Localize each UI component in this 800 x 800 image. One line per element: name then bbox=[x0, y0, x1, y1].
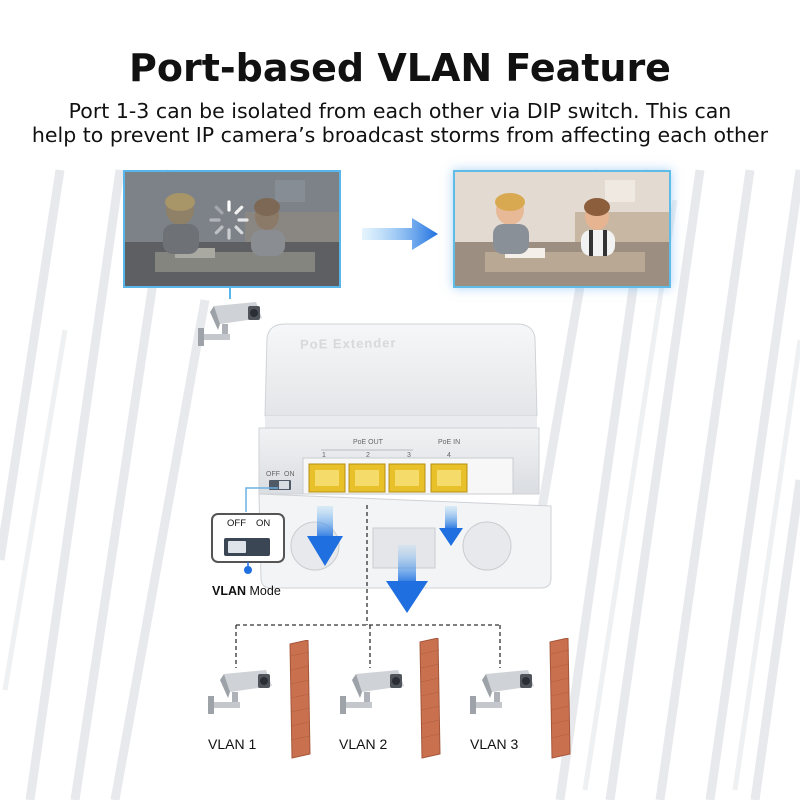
dip-switch-callout bbox=[211, 487, 285, 574]
brick-wall-2-icon bbox=[419, 638, 441, 759]
photo-after-clear bbox=[453, 170, 671, 288]
vlan-2-camera-icon bbox=[340, 670, 404, 714]
port-number-3: 3 bbox=[407, 452, 411, 459]
poe-in-label: PoE IN bbox=[438, 439, 461, 446]
vlan-3-label: VLAN 3 bbox=[470, 736, 519, 752]
port-number-4: 4 bbox=[447, 452, 451, 459]
dip-switch-on-label: ON bbox=[256, 518, 271, 529]
device-switch-off-label: OFF bbox=[266, 471, 280, 478]
brick-wall-1-icon bbox=[289, 640, 311, 759]
vlan-1-label: VLAN 1 bbox=[208, 736, 257, 752]
device-switch-on-label: ON bbox=[284, 471, 295, 478]
dip-switch-off-label: OFF bbox=[227, 518, 246, 529]
vlan-3-camera-icon bbox=[470, 670, 534, 714]
vlan-1-camera-icon bbox=[208, 670, 272, 714]
rj45-ports bbox=[308, 463, 468, 493]
ip-camera-icon bbox=[198, 302, 262, 346]
arrow-down-icon bbox=[386, 545, 428, 613]
port-number-1: 1 bbox=[322, 452, 326, 459]
page-title: Port-based VLAN Feature bbox=[129, 46, 671, 90]
subtitle-line-1: Port 1-3 can be isolated from each other… bbox=[68, 99, 732, 123]
photo-before-storm bbox=[123, 170, 341, 288]
poe-extender-device bbox=[258, 323, 552, 589]
brick-wall-3-icon bbox=[549, 638, 571, 759]
camera-top-connector bbox=[229, 287, 231, 299]
arrow-right-icon bbox=[362, 218, 438, 250]
subtitle-line-2: help to prevent IP camera’s broadcast st… bbox=[31, 123, 769, 147]
port-number-2: 2 bbox=[366, 452, 370, 459]
vlan-mode-label: VLAN Mode bbox=[212, 584, 281, 598]
vlan-2-label: VLAN 2 bbox=[339, 736, 388, 752]
page-subtitle: Port 1-3 can be isolated from each other… bbox=[0, 99, 800, 147]
loading-spinner-icon bbox=[209, 200, 249, 240]
poe-out-label: PoE OUT bbox=[353, 439, 383, 446]
